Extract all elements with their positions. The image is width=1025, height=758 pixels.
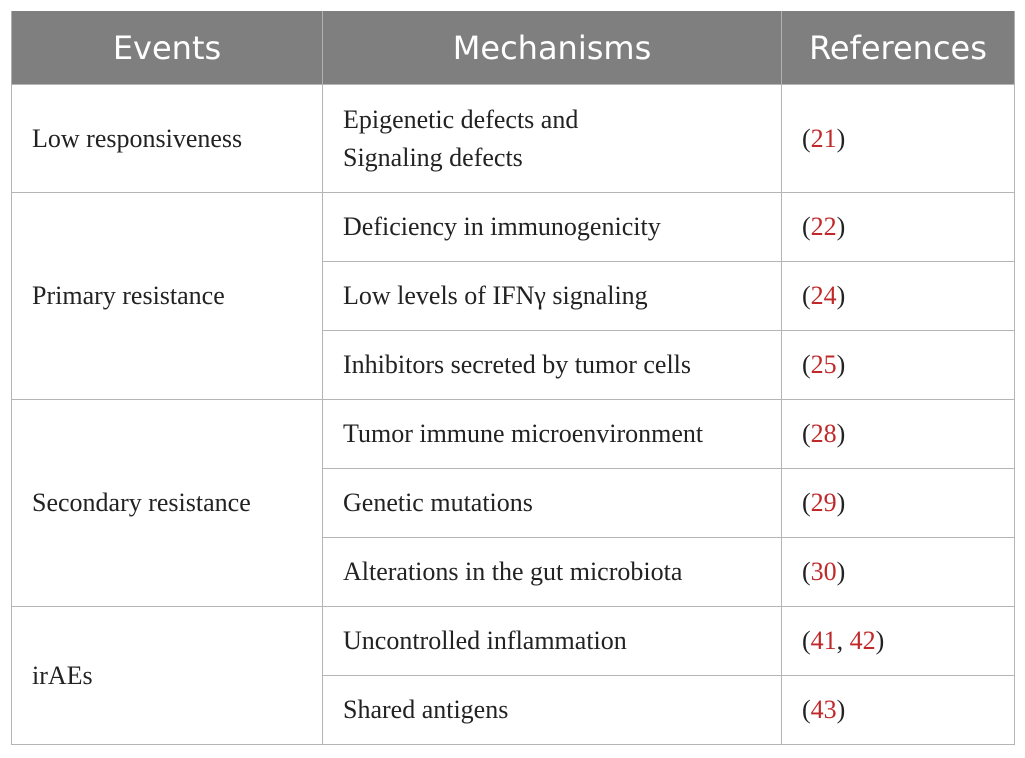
table-container: Events Mechanisms References Low respons…: [11, 11, 1015, 745]
reference-link[interactable]: 24: [810, 281, 837, 310]
reference-link[interactable]: 43: [810, 695, 837, 724]
event-cell: Low responsiveness: [11, 84, 323, 193]
reference-cell: (29): [781, 468, 1015, 538]
table-row: Secondary resistance Tumor immune microe…: [11, 399, 1015, 607]
reference-cell: (43): [781, 675, 1015, 745]
reference-cell: (21): [781, 84, 1015, 193]
table-row: Inhibitors secreted by tumor cells (25): [12, 330, 1015, 400]
events-mechanisms-table: Events Mechanisms References Low respons…: [11, 11, 1015, 745]
reference-cell: (25): [781, 330, 1015, 400]
table-row: Primary resistance Deficiency in immunog…: [11, 192, 1015, 400]
event-cell: Primary resistance: [11, 192, 323, 400]
reference-link[interactable]: 28: [810, 419, 837, 448]
reference-cell: (41, 42): [781, 606, 1015, 676]
mechanism-cell: Shared antigens: [322, 675, 782, 745]
reference-cell: (28): [781, 399, 1015, 469]
mechanism-cell: Uncontrolled inflammation: [322, 606, 782, 676]
reference-link[interactable]: 29: [810, 488, 837, 517]
mechanism-cell: Tumor immune microenvironment: [322, 399, 782, 469]
event-cell: irAEs: [11, 606, 323, 745]
table-row: irAEs Uncontrolled inflammation (41, 42): [11, 606, 1015, 745]
reference-link[interactable]: 41: [810, 626, 837, 655]
event-cell: Secondary resistance: [11, 399, 323, 607]
table-row: Shared antigens (43): [12, 675, 1015, 745]
mechanism-cell: Low levels of IFNγ signaling: [322, 261, 782, 331]
reference-cell: (24): [781, 261, 1015, 331]
mechanism-cell: Epigenetic defects and Signaling defects: [322, 84, 782, 193]
header-references: References: [781, 11, 1015, 85]
reference-link[interactable]: 22: [810, 212, 837, 241]
mechanism-line: Epigenetic defects and: [343, 104, 579, 134]
header-events: Events: [11, 11, 323, 85]
reference-link[interactable]: 30: [810, 557, 837, 586]
table-row: Low levels of IFNγ signaling (24): [12, 261, 1015, 331]
reference-link[interactable]: 21: [810, 123, 837, 153]
mechanism-cell: Genetic mutations: [322, 468, 782, 538]
mechanism-cell: Deficiency in immunogenicity: [322, 192, 782, 262]
reference-link[interactable]: 42: [849, 626, 876, 655]
reference-cell: (22): [781, 192, 1015, 262]
reference-cell: (30): [781, 537, 1015, 607]
header-row: Events Mechanisms References: [11, 11, 1015, 85]
mechanism-line: Signaling defects: [343, 142, 523, 172]
reference-link[interactable]: 25: [810, 350, 837, 379]
mechanism-cell: Inhibitors secreted by tumor cells: [322, 330, 782, 400]
table-row: Low responsiveness Epigenetic defects an…: [11, 84, 1015, 193]
header-mechanisms: Mechanisms: [322, 11, 782, 85]
mechanism-cell: Alterations in the gut microbiota: [322, 537, 782, 607]
